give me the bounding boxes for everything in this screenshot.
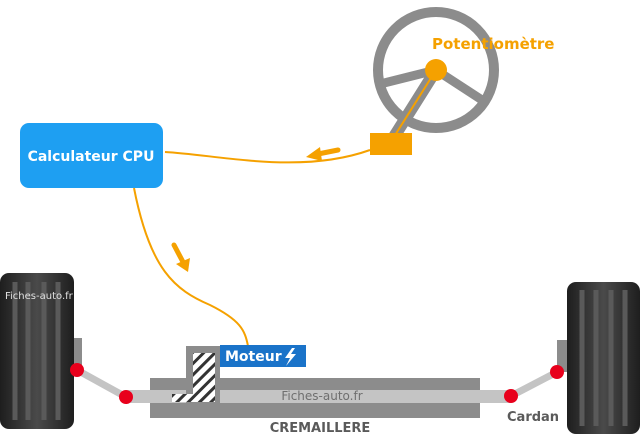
left-hub: [72, 338, 82, 370]
joint-label: Cardan: [507, 410, 559, 425]
right-hub: [557, 340, 569, 372]
steering-wheel: [370, 7, 499, 155]
motor-box: [220, 345, 306, 367]
cpu-box: [20, 123, 163, 188]
right-inner-joint: [504, 389, 518, 403]
arrow-icon: [306, 147, 341, 161]
watermark-center: Fiches-auto.fr: [281, 389, 362, 403]
lightning-bolt-icon: [285, 348, 296, 366]
right-tie-rod: [507, 368, 561, 400]
left-ball-joint: [70, 363, 84, 377]
steering-wheel-rim: [373, 7, 499, 133]
potentiometer-sensor-box: [370, 133, 412, 155]
left-tie-rod: [73, 366, 130, 401]
potentiometer-wire: [391, 69, 437, 141]
right-wheel: [557, 282, 640, 434]
wire-sensor-to-cpu: [164, 149, 371, 164]
potentiometer-hub: [425, 59, 447, 81]
wire-cpu-to-motor: [133, 187, 249, 347]
motor-gear-housing: [172, 346, 220, 404]
potentiometer-label: Potentiomètre: [432, 35, 554, 53]
motor-label: Moteur: [225, 349, 282, 365]
right-ball-joint: [550, 365, 564, 379]
left-inner-joint: [119, 390, 133, 404]
watermark-left: Fiches-auto.fr: [5, 291, 74, 302]
right-tire: [567, 282, 640, 434]
rack-label: CREMAILLERE: [270, 421, 371, 436]
cpu-label: Calculateur CPU: [28, 149, 155, 165]
arrow-icon: [171, 242, 190, 272]
left-wheel: [0, 273, 82, 429]
rack-bar: [126, 390, 511, 403]
